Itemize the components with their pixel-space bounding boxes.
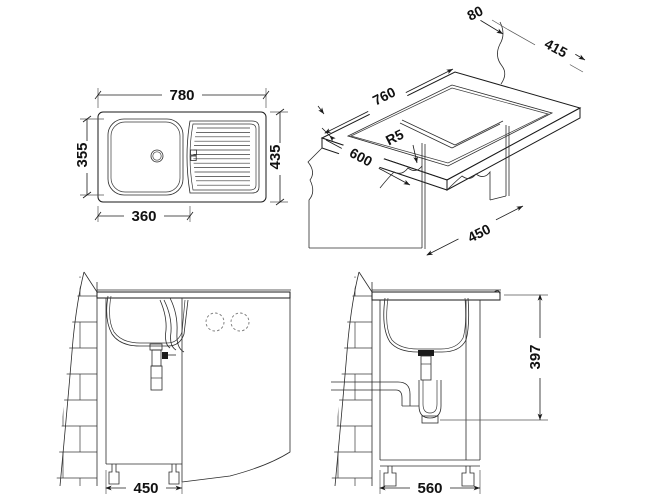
drainboard-ribs (193, 127, 250, 186)
sink-bowl (107, 118, 184, 196)
cabinet-outline-right-left-view (181, 298, 291, 483)
overflow-hose-left (159, 299, 171, 349)
bowl-section-right-inner (386, 297, 467, 350)
dim-label-435: 435 (267, 144, 284, 169)
dim-label-80: 80 (464, 2, 485, 23)
dim-section-right-397: 397 (440, 294, 550, 421)
tap-hole-1 (205, 312, 225, 332)
view-section-left: 450 (56, 271, 291, 497)
tap-hole-2 (230, 312, 250, 332)
iso-break-line-top (497, 21, 506, 85)
p-trap-right (418, 380, 442, 419)
cabinet-leg-2 (168, 464, 180, 485)
cutout-rail-right-upper (451, 123, 501, 149)
wall-break-line-left (59, 271, 85, 487)
worktop-slab-right (371, 291, 501, 301)
dim-label-780: 780 (169, 87, 194, 104)
dim-label-355: 355 (74, 142, 91, 167)
sink-bowl-inner (110, 121, 181, 193)
overflow-hose-left-b (163, 299, 177, 351)
sink-outline (97, 111, 267, 203)
worktop-edge-nose-right (493, 290, 501, 300)
cutout-rail-right-lower (454, 120, 504, 146)
dim-section-right-560: 560 (379, 470, 481, 497)
waste-tailpipe-right (420, 355, 432, 381)
worktop-slab-left (96, 291, 291, 299)
dim-label-397: 397 (527, 344, 544, 369)
drainboard-inner (189, 123, 257, 191)
trap-inlet-left (162, 352, 168, 359)
cabinet-bottom-right (489, 195, 507, 201)
dim-iso-80: 80 (457, 0, 508, 35)
cabinet-break-right (446, 170, 491, 200)
overflow-hose-left-c (169, 297, 185, 353)
dim-plan-depth: 435 (267, 108, 290, 206)
wall-break-line-right (334, 271, 360, 487)
overflow-slot-lower (190, 155, 197, 161)
dim-iso-415: 415 (506, 28, 586, 73)
wall-break-tick (83, 271, 98, 293)
dim-label-560: 560 (417, 480, 442, 497)
worktop-right-edge (446, 107, 581, 191)
dim-section-left-450: 450 (105, 470, 183, 497)
trap-cleanout-right (421, 415, 439, 424)
dim-label-r5: R5 (383, 126, 406, 148)
p-trap-right-inner (422, 380, 438, 414)
waste-branch-right-b (331, 389, 403, 406)
cabinet-leg-1 (108, 464, 120, 485)
wall-break-tick-right (358, 271, 373, 293)
overflow-slot (190, 149, 197, 156)
dim-iso-r5: R5 (383, 126, 418, 164)
drainboard-outline (186, 120, 260, 194)
waste-flange-right (418, 350, 434, 356)
dim-bowl-width: 360 (94, 206, 194, 225)
dim-plan-width: 780 (94, 86, 270, 108)
waste-outlet-icon (150, 149, 164, 163)
waste-branch-right (331, 381, 411, 406)
cabinet-break-left (307, 147, 323, 248)
view-isometric: 760 80 415 600 R5 (307, 0, 586, 256)
cabinet-break-mid (379, 165, 423, 189)
dim-bowl-depth: 355 (74, 115, 104, 199)
dim-label-sect-left-450: 450 (133, 480, 158, 497)
waste-outlet-inner (152, 151, 162, 161)
bowl-section-left (106, 295, 189, 347)
dim-label-360: 360 (131, 208, 156, 225)
view-plan: 780 435 355 (74, 86, 290, 225)
dim-iso-760: 760 (324, 68, 454, 134)
